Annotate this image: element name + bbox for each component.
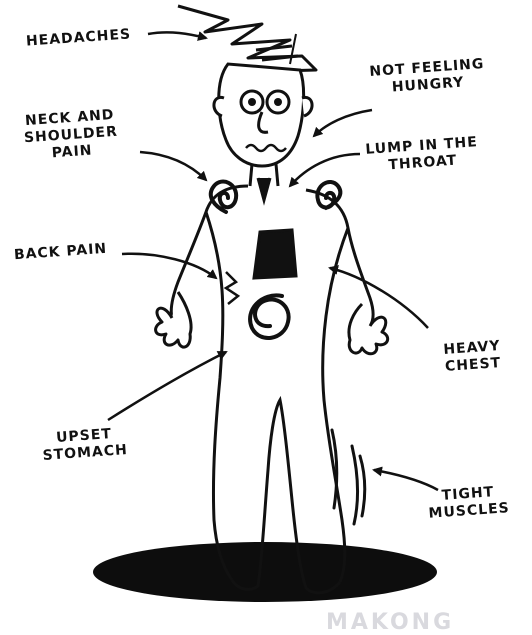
tremor-lines [332, 430, 365, 524]
label-heavy-chest: HEAVY CHEST [443, 338, 502, 376]
arrow-tight-muscles [374, 470, 438, 490]
hands [156, 292, 388, 354]
arrow-back-pain [122, 254, 216, 278]
arrow-upset-stomach [108, 352, 226, 420]
watermark-text: MAKONG [326, 610, 454, 635]
ground-shadow [93, 542, 437, 602]
stomach-spiral [250, 295, 289, 338]
arrow-headaches [148, 32, 206, 38]
back-pain-marks [226, 272, 238, 304]
shoulder-swirls [211, 182, 341, 212]
label-neck-shoulder-pain: NECK AND SHOULDER PAIN [22, 107, 119, 164]
label-tight-muscles: TIGHT MUSCLES [427, 483, 510, 523]
neck [250, 164, 278, 200]
heavy-chest-block [254, 230, 296, 278]
arrow-neck [140, 152, 206, 180]
headache-lightning-icon [178, 6, 316, 72]
label-upset-stomach: UPSET STOMACH [41, 425, 128, 465]
arrow-not-feeling [314, 110, 372, 136]
